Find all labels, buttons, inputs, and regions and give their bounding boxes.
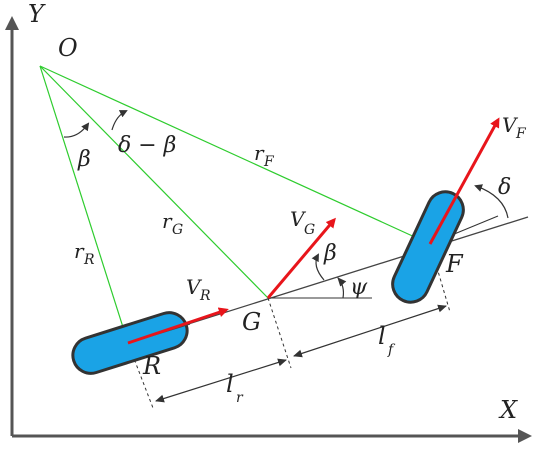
svg-text:G: G [304,222,315,238]
angle-arc-delta [474,184,509,219]
cog-dotted-marker [267,297,292,369]
velocity-arrow-v-g [266,217,336,299]
radius-line-r-r [39,65,129,344]
svg-text:F: F [515,126,527,142]
label-l-r: l r [226,370,244,406]
svg-text:r: r [236,390,244,406]
label-delta: δ [498,175,511,200]
label-r-g: r G [162,209,183,238]
label-r-r: r R [74,239,95,268]
svg-text:f: f [387,342,396,358]
velocity-arrow-v-r [127,307,229,345]
label-l-f: l f [378,322,396,358]
svg-text:G: G [172,222,183,238]
svg-text:r: r [254,141,265,165]
label-psi: ψ [350,275,368,300]
svg-text:r: r [162,209,173,233]
label-delta-minus-beta: δ − β [118,133,176,158]
label-v-f: V F [502,113,527,142]
svg-text:V: V [290,207,307,231]
label-origin: O [58,34,78,62]
label-front-point: F [445,250,464,278]
svg-text:l: l [378,322,386,350]
svg-text:l: l [226,370,234,398]
svg-text:V: V [502,113,519,137]
label-cog-point: G [242,308,261,336]
label-r-f: r F [254,141,275,170]
svg-text:R: R [83,252,95,268]
angle-arc-delta-minus-beta [111,110,128,131]
label-v-r: V R [186,275,211,304]
svg-text:F: F [263,154,275,170]
angle-arc-beta-o [63,122,90,138]
label-y-axis: Y [28,0,46,28]
dimension-l-r [155,358,287,403]
svg-text:r: r [74,239,85,263]
svg-text:V: V [186,275,203,299]
label-beta-at-origin: β [77,147,91,172]
radius-line-r-g [39,65,269,299]
front-wheel [391,190,465,304]
label-beta-at-cog: β [323,241,337,266]
label-rear-point: R [142,352,161,380]
velocity-arrow-v-f [428,117,500,245]
svg-text:R: R [199,288,211,304]
angle-arc-psi [337,277,347,299]
label-x-axis: X [498,396,518,424]
dimension-l-f [293,304,447,358]
radius-line-r-f [39,65,431,245]
angle-arc-beta-g [311,253,325,281]
label-v-g: V G [290,207,315,238]
